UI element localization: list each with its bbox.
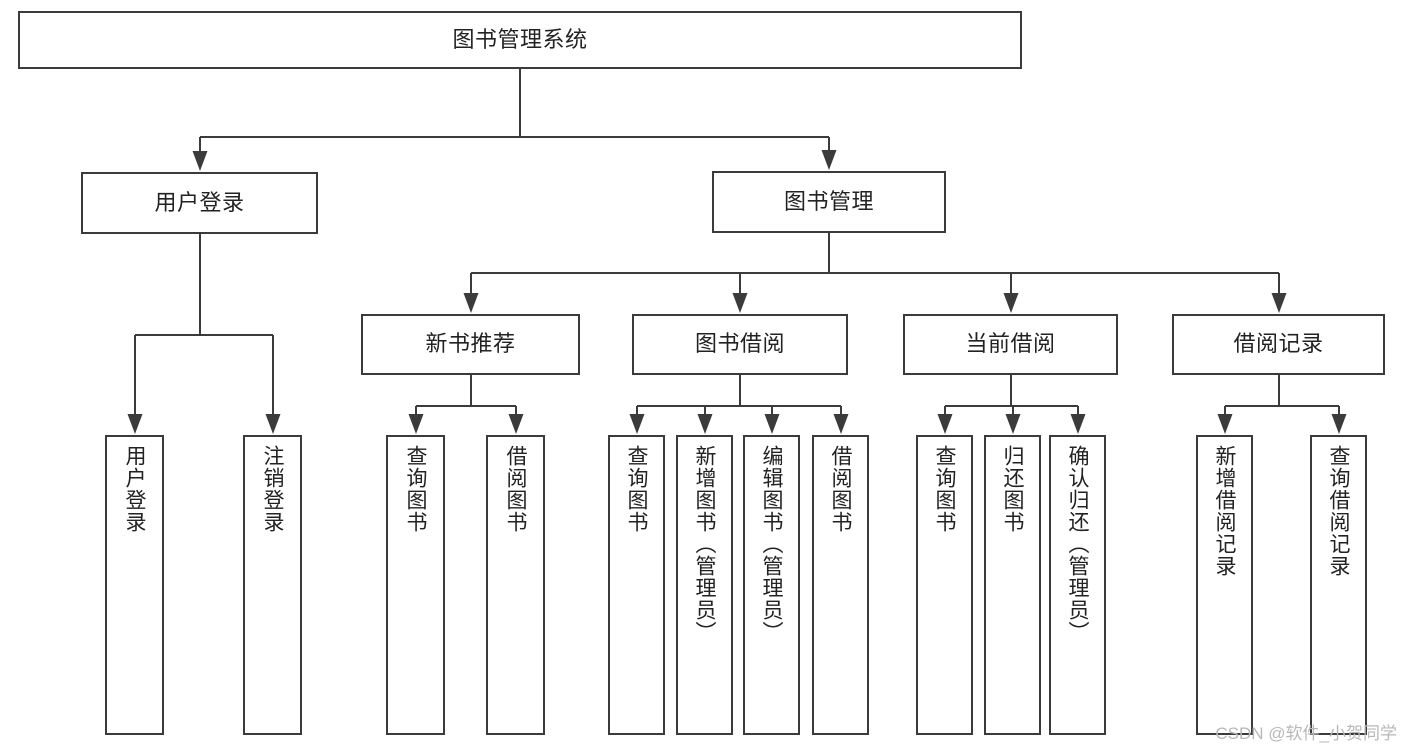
node-label: 图书管理 xyxy=(783,188,874,214)
node-label: 注销登录 xyxy=(261,445,284,533)
node-label: 借阅记录 xyxy=(1233,331,1324,357)
node-leaf9[interactable]: 查询图书 xyxy=(916,435,973,735)
node-label: 编辑图书（管理员） xyxy=(760,445,783,643)
node-leaf12[interactable]: 新增借阅记录 xyxy=(1196,435,1253,735)
node-leaf7[interactable]: 编辑图书（管理员） xyxy=(743,435,800,735)
node-leaf4[interactable]: 借阅图书 xyxy=(486,435,545,735)
node-label: 图书管理系统 xyxy=(452,26,588,52)
node-label: 查询图书 xyxy=(625,445,648,533)
node-label: 查询借阅记录 xyxy=(1327,445,1350,577)
node-label: 新增借阅记录 xyxy=(1213,445,1236,577)
node-leaf11[interactable]: 确认归还（管理员） xyxy=(1049,435,1106,735)
node-leaf2[interactable]: 注销登录 xyxy=(243,435,302,735)
node-bookmgmt[interactable]: 图书管理 xyxy=(712,171,946,233)
node-current[interactable]: 当前借阅 xyxy=(903,314,1118,375)
node-records[interactable]: 借阅记录 xyxy=(1172,314,1385,375)
node-label: 图书借阅 xyxy=(694,331,785,357)
node-leaf1[interactable]: 用户登录 xyxy=(105,435,164,735)
node-label: 查询图书 xyxy=(404,445,427,533)
node-leaf8[interactable]: 借阅图书 xyxy=(812,435,869,735)
node-label: 归还图书 xyxy=(1001,445,1024,533)
node-leaf5[interactable]: 查询图书 xyxy=(608,435,665,735)
node-borrow[interactable]: 图书借阅 xyxy=(632,314,848,375)
node-login[interactable]: 用户登录 xyxy=(81,172,318,234)
node-label: 借阅图书 xyxy=(504,445,527,533)
csdn-watermark: CSDN @软件_小贺同学 xyxy=(1215,724,1397,743)
node-newbook[interactable]: 新书推荐 xyxy=(361,314,580,375)
node-label: 查询图书 xyxy=(933,445,956,533)
node-leaf10[interactable]: 归还图书 xyxy=(984,435,1041,735)
node-leaf3[interactable]: 查询图书 xyxy=(386,435,445,735)
node-leaf6[interactable]: 新增图书（管理员） xyxy=(676,435,733,735)
node-root[interactable]: 图书管理系统 xyxy=(18,11,1022,69)
node-leaf13[interactable]: 查询借阅记录 xyxy=(1310,435,1367,735)
node-label: 用户登录 xyxy=(123,445,146,533)
node-label: 用户登录 xyxy=(154,189,245,215)
node-label: 借阅图书 xyxy=(829,445,852,533)
node-label: 新书推荐 xyxy=(425,331,516,357)
node-label: 当前借阅 xyxy=(965,331,1056,357)
node-label: 新增图书（管理员） xyxy=(693,445,716,643)
node-label: 确认归还（管理员） xyxy=(1066,445,1089,643)
